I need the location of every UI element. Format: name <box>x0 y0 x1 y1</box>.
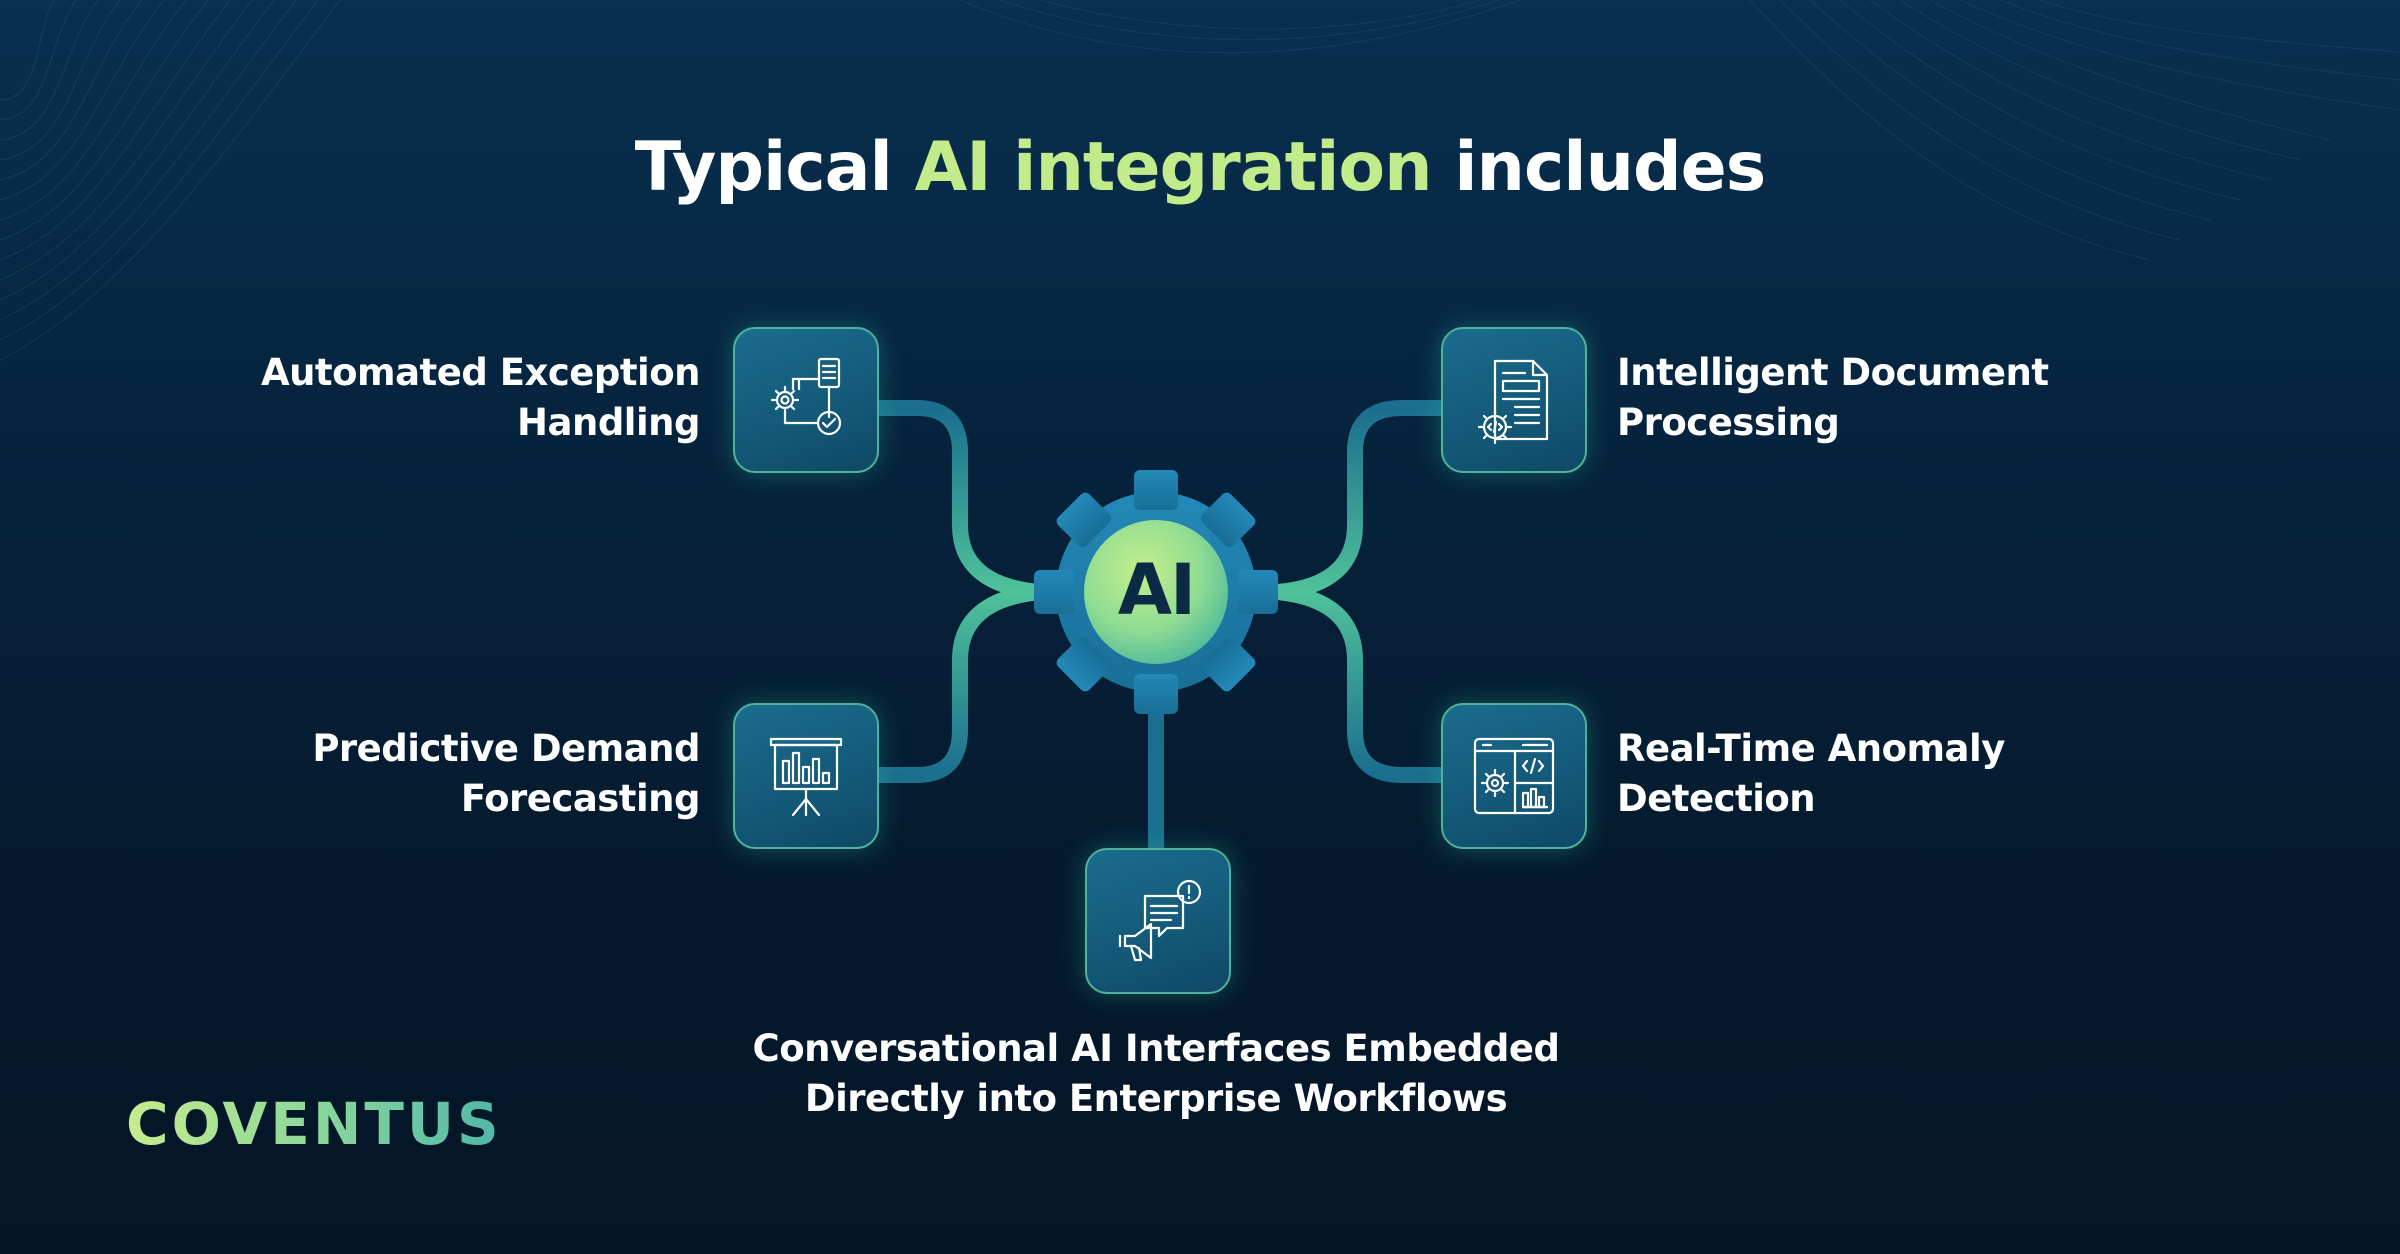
connector-top-right <box>1270 400 1456 600</box>
label-automated-exception-handling: Automated Exception Handling <box>260 351 701 444</box>
hub-gear <box>1034 470 1278 714</box>
node-intelligent-document-processing <box>1441 327 1587 473</box>
title-prefix: Typical <box>634 128 893 207</box>
connector-bottom-right <box>1270 584 1456 783</box>
workflow-gear-check-icon <box>770 357 842 436</box>
dashboard-code-gear-icon <box>1473 737 1555 815</box>
label-intelligent-document-processing: Intelligent Document Processing <box>1617 351 2049 444</box>
node-conversational-ai-interfaces <box>1085 848 1231 994</box>
node-predictive-demand-forecasting <box>733 703 879 849</box>
document-code-gear-icon <box>1477 359 1549 445</box>
label-real-time-anomaly-detection: Real-Time Anomaly Detection <box>1617 727 2005 820</box>
hub-label: AI <box>1117 549 1196 631</box>
label-predictive-demand-forecasting: Predictive Demand Forecasting <box>312 727 700 820</box>
megaphone-chat-alert-icon <box>1118 879 1202 962</box>
brand-logo: COVENTUS <box>126 1090 502 1158</box>
title-suffix: includes <box>1454 128 1766 207</box>
title-highlight: AI integration <box>914 128 1433 207</box>
node-automated-exception-handling <box>733 327 879 473</box>
connector-bottom-left <box>867 584 1048 783</box>
label-conversational-ai-interfaces: Conversational AI Interfaces Embedded Di… <box>752 1027 1560 1120</box>
page-title: Typical AI integration includes <box>0 128 2400 207</box>
connector-top-left <box>867 400 1048 600</box>
presentation-chart-icon <box>769 737 843 817</box>
node-real-time-anomaly-detection <box>1441 703 1587 849</box>
